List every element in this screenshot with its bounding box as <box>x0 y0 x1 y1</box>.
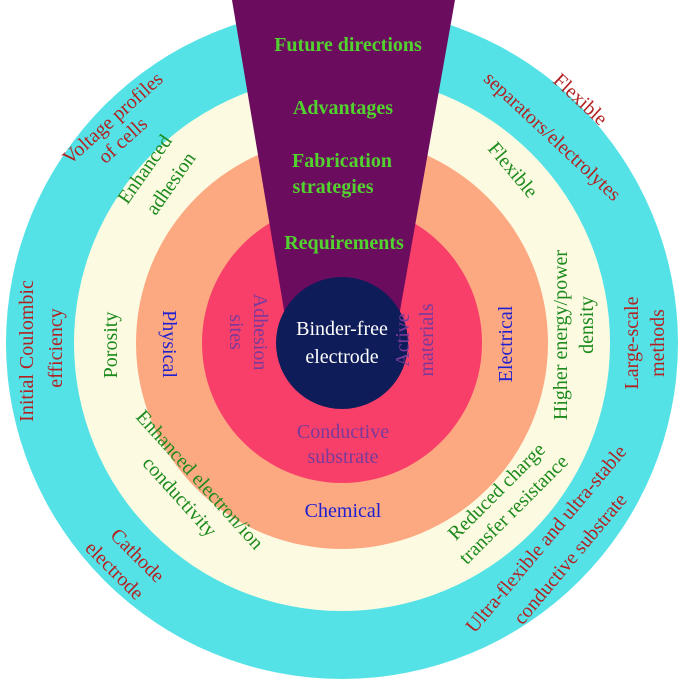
wedge-label-requirements: Requirements <box>284 232 404 254</box>
adv-porosity: Porosity <box>100 312 122 379</box>
req-active-line2: materials <box>416 303 438 377</box>
fab-electrical: Electrical <box>495 305 517 382</box>
req-conductive-line1: Conductive <box>297 421 389 443</box>
center-label-line1: Binder-free <box>296 318 388 340</box>
adv-energy-line1: Higher energy/power <box>550 250 572 420</box>
fut-coulombic-line1: Initial Coulombic <box>16 280 38 422</box>
req-active-line1: Active <box>392 313 414 366</box>
req-adhesion-line1: Adhesion <box>249 294 271 371</box>
fut-coulombic-line2: efficiency <box>45 308 67 388</box>
wedge-label-future-directions: Future directions <box>274 34 422 56</box>
wedge-label-fabrication-line2: strategies <box>292 176 373 198</box>
adv-energy-line2: density <box>576 296 598 354</box>
category-wedge <box>232 0 455 322</box>
fab-physical: Physical <box>158 310 180 378</box>
wedge-label-advantages: Advantages <box>293 97 393 119</box>
fut-largescale-line2: methods <box>647 309 669 377</box>
req-conductive-line2: substrate <box>307 446 378 468</box>
center-label-line2: electrode <box>305 346 378 368</box>
center-circle <box>276 277 408 409</box>
wedge-label-fabrication-line1: Fabrication <box>292 150 392 172</box>
fut-largescale-line1: Large-scale <box>621 296 643 389</box>
fab-chemical: Chemical <box>305 500 382 522</box>
req-adhesion-line2: sites <box>225 314 247 350</box>
